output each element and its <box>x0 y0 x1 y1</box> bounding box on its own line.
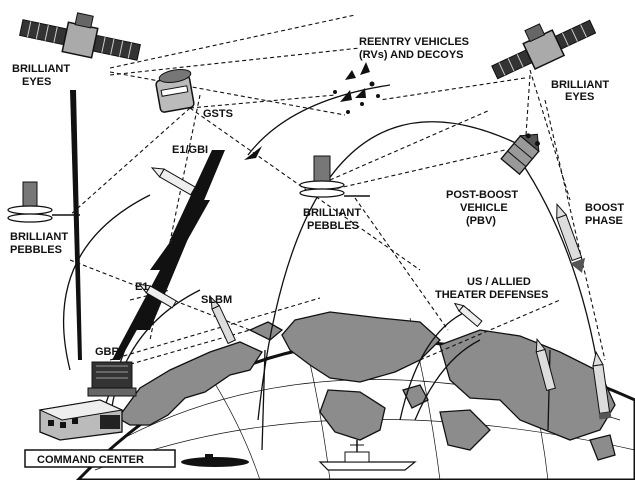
label-brilliant-pebbles-center-2: PEBBLES <box>307 220 359 232</box>
label-brilliant-eyes-right-1: BRILLIANT <box>551 79 609 91</box>
label-brilliant-pebbles-center-1: BRILLIANT <box>303 207 361 219</box>
island-small <box>248 321 284 341</box>
label-theater-defenses-1: US / ALLIED <box>467 276 531 288</box>
sensor-links <box>69 14 606 371</box>
label-gsts: GSTS <box>203 108 233 120</box>
slbm-missile-icon <box>210 296 236 345</box>
label-e1-gbi: E1/GBI <box>172 144 208 156</box>
label-slbm: SLBM <box>201 294 232 306</box>
continent-east <box>439 329 616 441</box>
label-command-center: COMMAND CENTER <box>37 454 144 466</box>
post-boost-vehicle-icon <box>500 133 540 176</box>
label-pbv-1: POST-BOOST <box>446 189 518 201</box>
label-brilliant-eyes-left-1: BRILLIANT <box>12 63 70 75</box>
submarine-icon <box>181 454 249 467</box>
brilliant-pebbles-left-icon <box>7 181 80 223</box>
label-brilliant-eyes-right-2: EYES <box>565 91 594 103</box>
satellite-brilliant-eyes-right-icon <box>491 19 597 80</box>
island-small-3 <box>589 434 616 461</box>
e1-interceptor-icon <box>138 283 177 309</box>
rv-reentry-arc <box>247 84 391 156</box>
gbrt-radar-icon <box>87 361 137 397</box>
command-center-label-box: COMMAND CENTER <box>24 449 176 468</box>
reentry-arrowhead <box>244 146 262 160</box>
comm-bolts <box>70 90 225 360</box>
continent-west <box>117 341 263 426</box>
theater-arc <box>399 309 471 421</box>
label-e1: E1 <box>135 281 148 293</box>
boost-trajectory <box>519 159 601 381</box>
e1-gbi-interceptor-icon <box>150 167 196 196</box>
satellite-gsts-icon <box>155 68 195 113</box>
interceptors <box>138 167 483 328</box>
label-brilliant-pebbles-left-1: BRILLIANT <box>10 231 68 243</box>
theater-arc-2 <box>414 339 481 421</box>
label-brilliant-eyes-left-2: EYES <box>22 76 51 88</box>
warship-icon <box>318 440 417 471</box>
theater-interceptor-icon <box>453 302 483 328</box>
continent-south <box>319 389 386 441</box>
continent-southeast <box>439 409 491 451</box>
label-theater-defenses-2: THEATER DEFENSES <box>435 289 548 301</box>
reentry-vehicles-icon <box>333 62 380 114</box>
command-center-building-icon <box>38 399 124 441</box>
satellite-brilliant-eyes-left-icon <box>19 12 141 61</box>
label-reentry-vehicles-1: REENTRY VEHICLES <box>359 36 469 48</box>
label-brilliant-pebbles-left-2: PEBBLES <box>10 244 62 256</box>
interceptor-path-left <box>63 194 151 371</box>
label-gbrt: GBRT <box>95 346 126 358</box>
brilliant-pebbles-center-icon <box>299 155 370 198</box>
label-pbv-3: (PBV) <box>466 215 496 227</box>
label-reentry-vehicles-2: (RVs) AND DECOYS <box>359 49 464 61</box>
label-pbv-2: VEHICLE <box>460 202 508 214</box>
interceptor-path-2 <box>109 289 201 421</box>
boost-missile-icon <box>556 202 586 273</box>
icbm-trajectory <box>257 121 531 421</box>
silo-missiles <box>210 296 612 420</box>
continent-central <box>281 311 441 383</box>
label-boost-phase-1: BOOST <box>585 202 624 214</box>
earth-globe <box>75 311 635 480</box>
icbm-silo-missile-right-icon <box>592 350 612 420</box>
label-boost-phase-2: PHASE <box>585 215 623 227</box>
icbm-silo-missile-mid-icon <box>535 337 556 392</box>
island-small-2 <box>402 384 429 409</box>
